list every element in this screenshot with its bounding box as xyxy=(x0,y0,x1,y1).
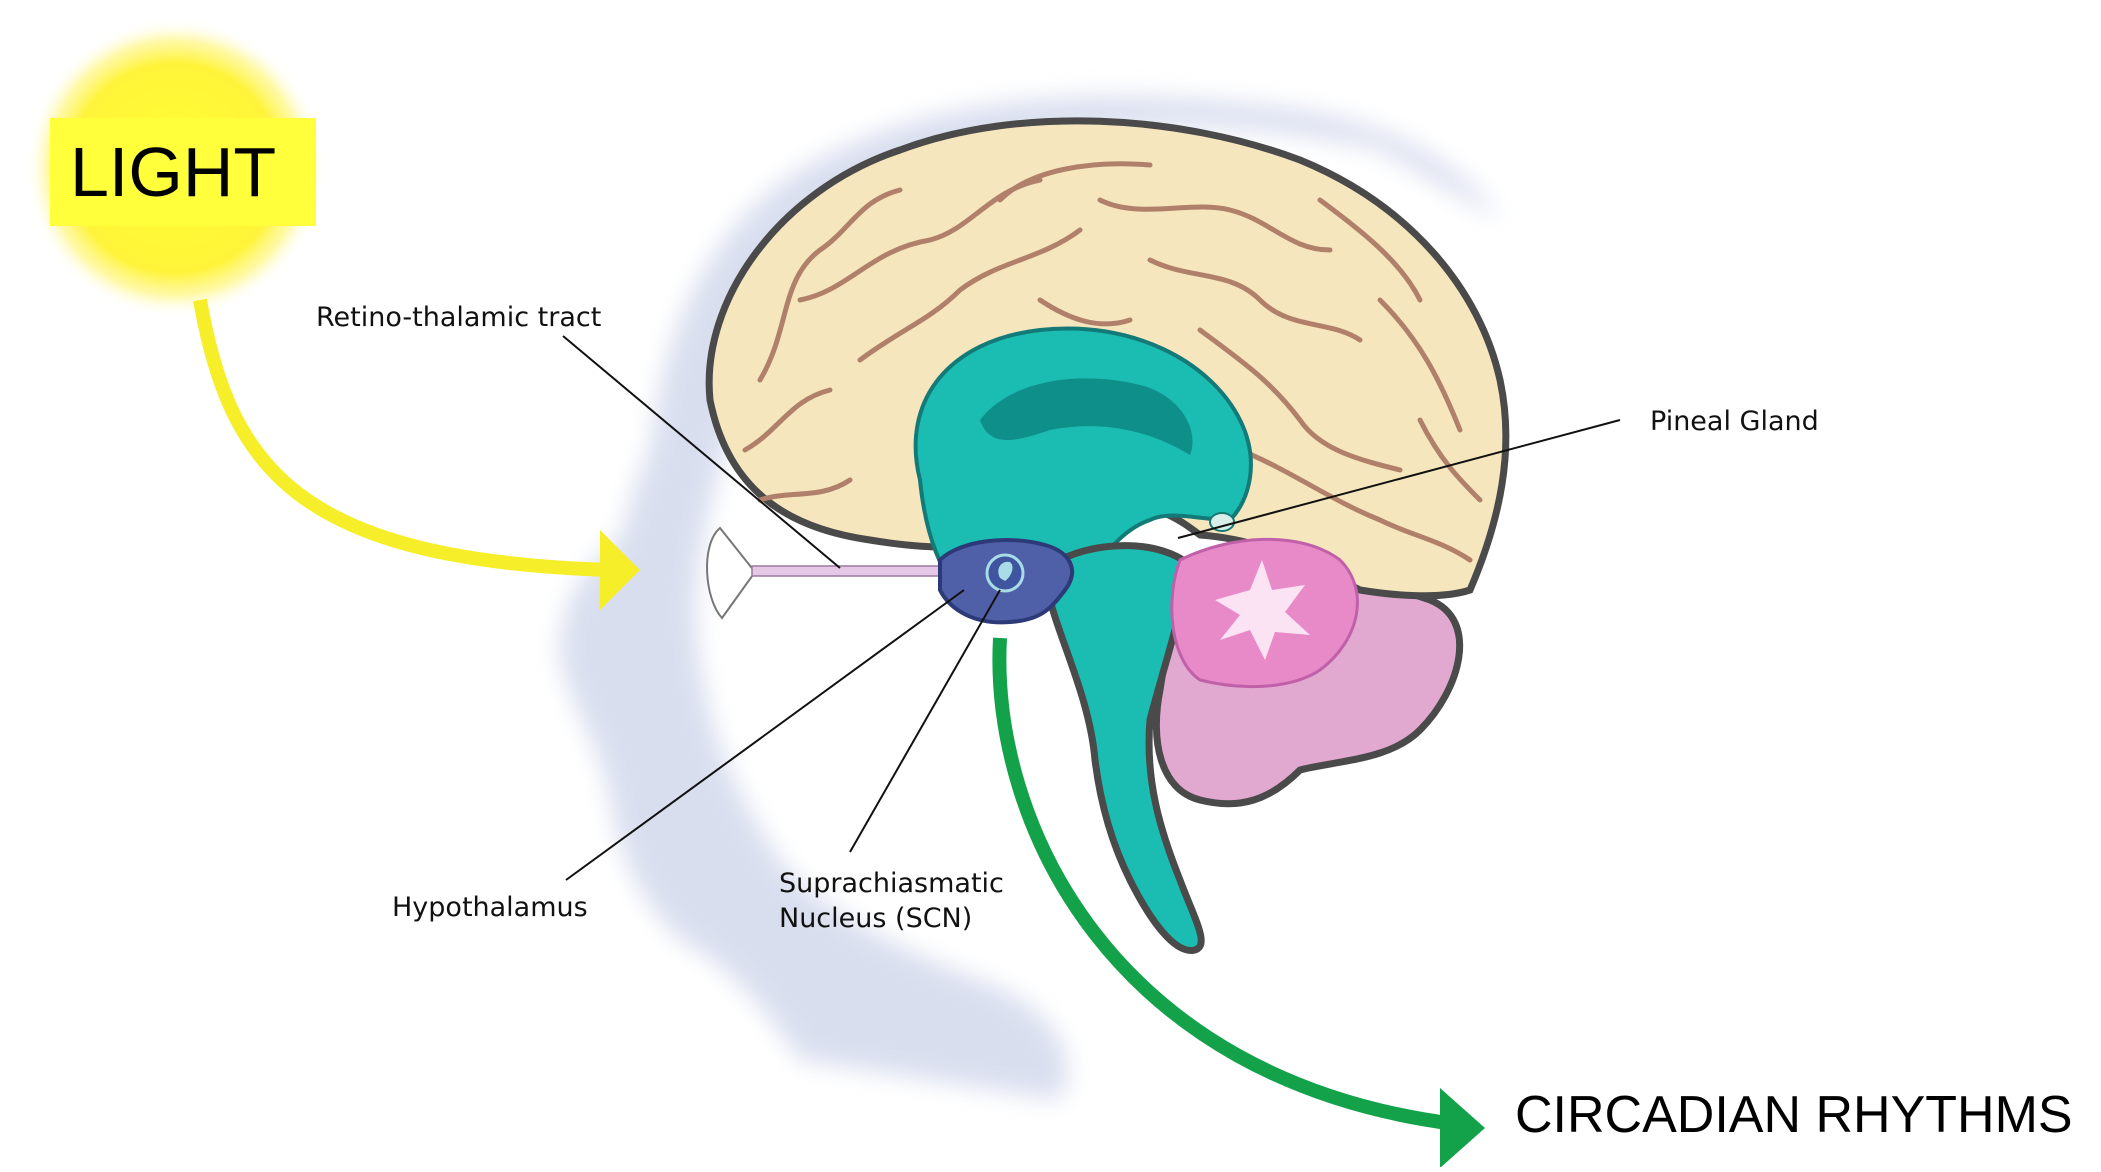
eye-icon xyxy=(707,528,755,618)
hypothalamus-label: Hypothalamus xyxy=(392,890,588,925)
pineal-gland-label: Pineal Gland xyxy=(1650,404,1819,439)
scn-label-line2: Nucleus (SCN) xyxy=(779,901,1004,936)
retino-thalamic-tract-label: Retino-thalamic tract xyxy=(316,300,601,335)
light-arrow xyxy=(200,300,610,570)
scn-leader-line xyxy=(850,590,1000,852)
light-label: LIGHT xyxy=(50,118,316,226)
scn-label-line1: Suprachiasmatic xyxy=(779,866,1004,901)
circadian-arrow-head xyxy=(1440,1088,1485,1167)
scn-label: Suprachiasmatic Nucleus (SCN) xyxy=(779,866,1004,936)
circadian-rhythms-label: CIRCADIAN RHYTHMS xyxy=(1515,1085,2073,1145)
retino-thalamic-tract xyxy=(752,566,952,576)
